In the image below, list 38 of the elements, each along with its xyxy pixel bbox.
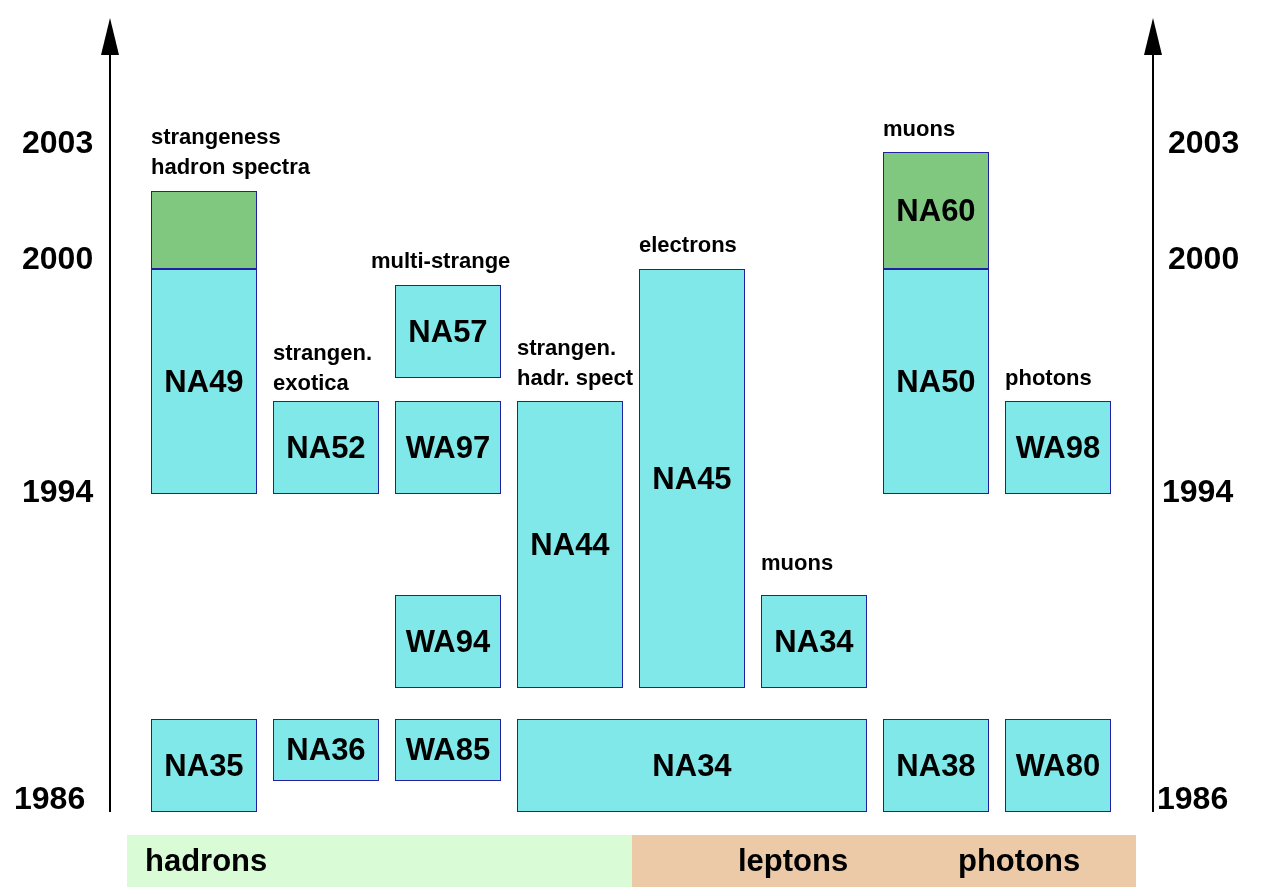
category-heading: photons xyxy=(1005,364,1093,392)
experiment-label: NA57 xyxy=(408,313,488,350)
year-label: 1986 xyxy=(14,780,86,817)
experiment-label: NA44 xyxy=(530,526,610,563)
experiment-label: NA34 xyxy=(774,623,854,660)
category-label: leptons xyxy=(738,843,849,879)
category-heading: electrons xyxy=(639,231,738,259)
category-heading: multi-strange xyxy=(371,247,512,275)
experiment-label: NA38 xyxy=(896,747,976,784)
category-heading: muons xyxy=(761,549,835,577)
experiment-label: NA49 xyxy=(164,363,244,400)
experiment-label: WA85 xyxy=(405,732,491,768)
category-heading: muons xyxy=(883,115,957,143)
year-label: 2003 xyxy=(1168,124,1240,161)
category-heading: strangen. hadr. spect xyxy=(517,334,635,392)
experiment-label: NA35 xyxy=(164,747,244,784)
category-band xyxy=(632,835,1136,887)
experiment-label: NA52 xyxy=(286,429,366,466)
year-label: 1994 xyxy=(1162,473,1234,510)
experiment-label: NA60 xyxy=(896,192,976,229)
experiment-label: NA34 xyxy=(652,747,732,784)
year-label: 2003 xyxy=(22,124,94,161)
category-label: hadrons xyxy=(145,843,268,879)
experiment-label: WA98 xyxy=(1015,429,1101,466)
year-label: 2000 xyxy=(1168,240,1240,277)
experiment-label: NA45 xyxy=(652,460,732,497)
experiment-label: NA50 xyxy=(896,363,976,400)
year-label: 1994 xyxy=(22,473,94,510)
experiment-label: WA80 xyxy=(1015,747,1101,784)
year-label: 1986 xyxy=(1157,780,1229,817)
experiment-label: WA94 xyxy=(405,623,491,660)
category-label: photons xyxy=(958,843,1081,879)
category-band xyxy=(127,835,632,887)
year-label: 2000 xyxy=(22,240,94,277)
experiment-label: NA36 xyxy=(286,732,366,768)
category-heading: strangeness hadron spectra xyxy=(151,123,311,181)
category-heading: strangen. exotica xyxy=(273,339,374,397)
experiment-label: WA97 xyxy=(405,429,491,466)
